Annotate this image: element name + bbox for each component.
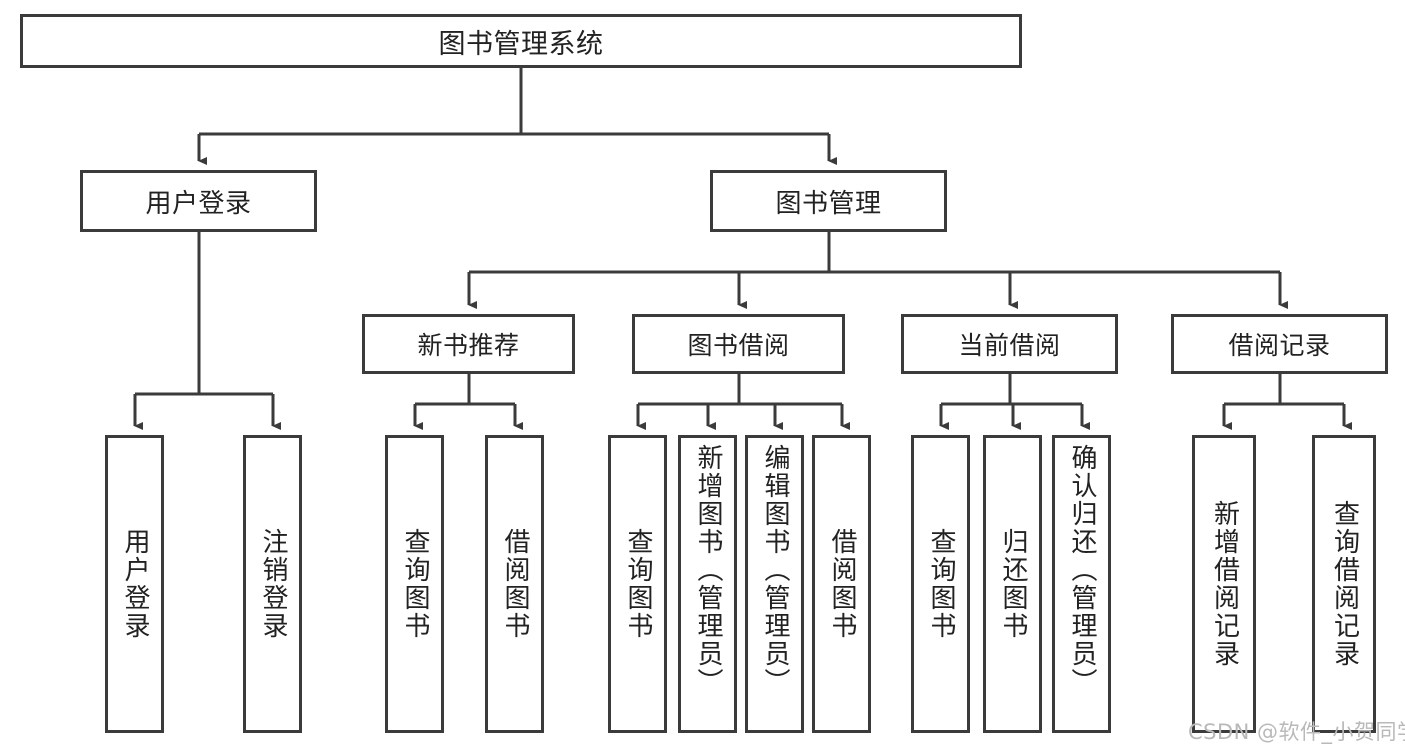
node-new-book-rec[interactable]: 新书推荐 (362, 314, 575, 374)
node-user-login[interactable]: 用户登录 (80, 170, 317, 232)
node-label-leaf-user-login: 用户登录 (120, 528, 151, 640)
node-root[interactable]: 图书管理系统 (20, 14, 1022, 68)
node-label-leaf-add-record: 新增借阅记录 (1209, 500, 1240, 668)
node-label-leaf-query-book-1: 查询图书 (400, 528, 431, 640)
connector-paths (133, 68, 1352, 430)
node-label-root: 图书管理系统 (438, 28, 604, 60)
node-leaf-edit-book[interactable]: 编辑图书（管理员） (745, 435, 804, 733)
node-leaf-add-book[interactable]: 新增图书（管理员） (678, 435, 737, 733)
node-label-current-borrow: 当前借阅 (958, 331, 1061, 360)
node-label-leaf-query-record: 查询借阅记录 (1329, 500, 1360, 668)
node-book-manage[interactable]: 图书管理 (710, 170, 947, 232)
node-leaf-query-book-1[interactable]: 查询图书 (385, 435, 444, 733)
node-leaf-borrow-book-2[interactable]: 借阅图书 (812, 435, 871, 733)
node-book-borrow[interactable]: 图书借阅 (632, 314, 845, 374)
node-leaf-borrow-book-1[interactable]: 借阅图书 (485, 435, 544, 733)
node-leaf-return-book[interactable]: 归还图书 (983, 435, 1042, 733)
node-label-user-login: 用户登录 (145, 188, 252, 219)
node-label-leaf-edit-book: 编辑图书（管理员） (760, 444, 791, 696)
node-leaf-confirm-return[interactable]: 确认归还（管理员） (1052, 435, 1111, 733)
node-leaf-add-record[interactable]: 新增借阅记录 (1192, 435, 1256, 733)
node-borrow-record[interactable]: 借阅记录 (1171, 314, 1388, 374)
node-label-book-borrow: 图书借阅 (687, 331, 790, 360)
node-label-new-book-rec: 新书推荐 (417, 331, 520, 360)
node-leaf-user-login[interactable]: 用户登录 (105, 435, 164, 733)
node-label-leaf-add-book: 新增图书（管理员） (693, 444, 724, 696)
node-leaf-query-record[interactable]: 查询借阅记录 (1312, 435, 1376, 733)
node-leaf-logout[interactable]: 注销登录 (243, 435, 302, 733)
node-label-borrow-record: 借阅记录 (1228, 331, 1331, 360)
node-current-borrow[interactable]: 当前借阅 (901, 314, 1118, 374)
node-label-book-manage: 图书管理 (775, 188, 882, 219)
node-label-leaf-query-book-3: 查询图书 (926, 528, 957, 640)
node-label-leaf-borrow-book-1: 借阅图书 (500, 528, 531, 640)
node-label-leaf-query-book-2: 查询图书 (623, 528, 654, 640)
node-label-leaf-borrow-book-2: 借阅图书 (827, 528, 858, 640)
node-leaf-query-book-2[interactable]: 查询图书 (608, 435, 667, 733)
node-label-leaf-confirm-return: 确认归还（管理员） (1067, 444, 1098, 696)
node-leaf-query-book-3[interactable]: 查询图书 (911, 435, 970, 733)
node-label-leaf-return-book: 归还图书 (998, 528, 1029, 640)
node-label-leaf-logout: 注销登录 (258, 528, 289, 640)
